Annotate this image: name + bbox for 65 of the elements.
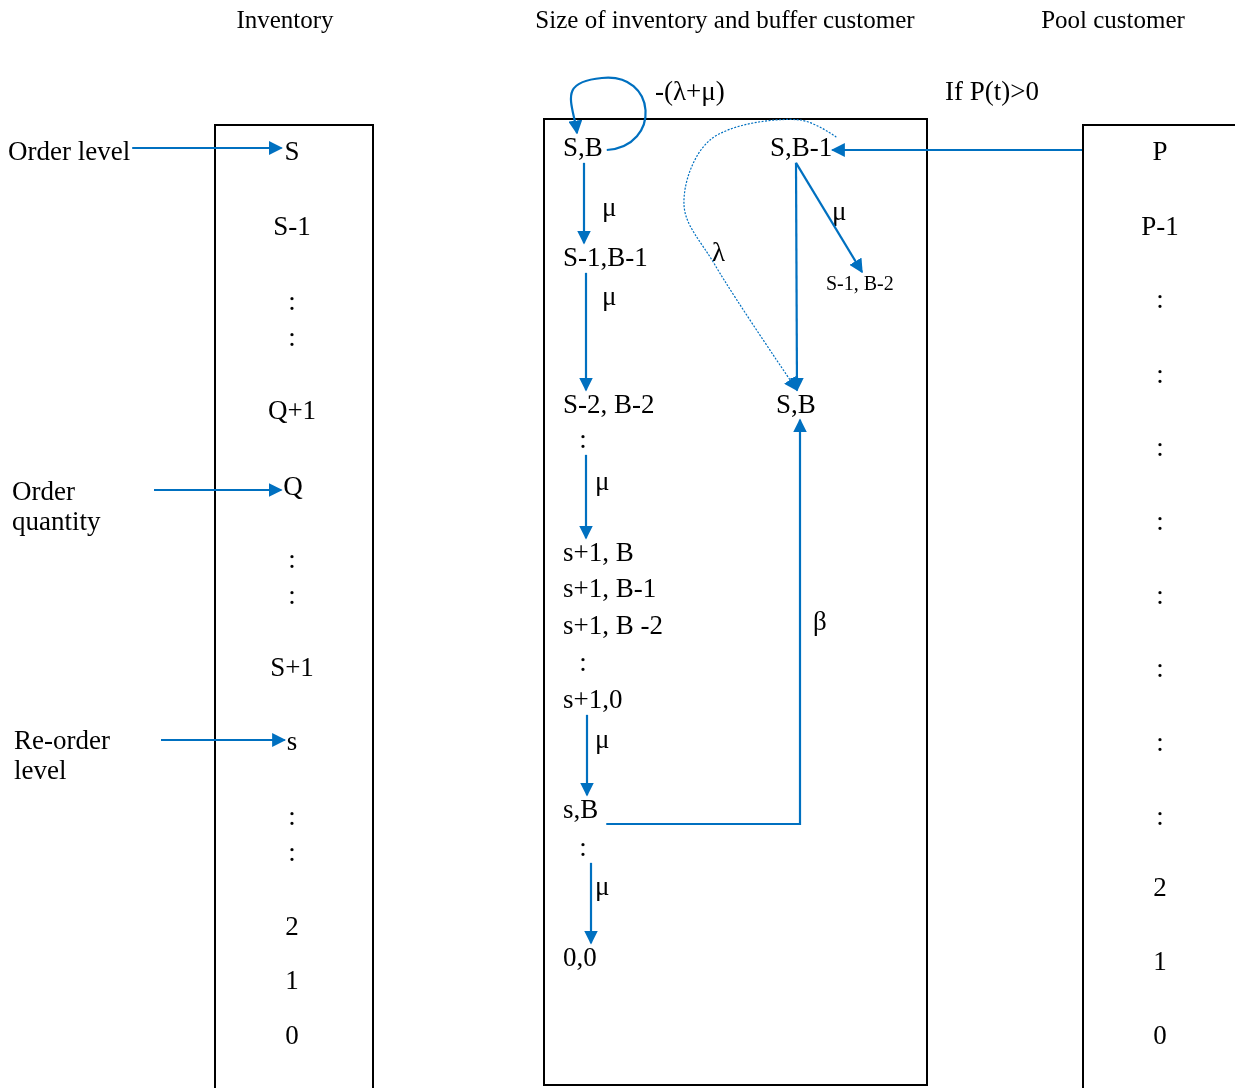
state-label: s+1, B-1 [563, 574, 657, 604]
state-label: : [288, 581, 296, 611]
state-label: S,B [563, 133, 603, 163]
state-label: s+1, B [563, 538, 634, 568]
state-label: P-1 [1141, 212, 1179, 242]
state-label: : [1156, 581, 1164, 611]
state-label: 2 [285, 912, 299, 942]
arrow [795, 162, 863, 274]
column-heading: Size of inventory and buffer customer [535, 6, 915, 34]
state-label: : [1156, 728, 1164, 758]
state-label: : [288, 838, 296, 868]
arrow [154, 483, 283, 497]
edge-label: -(λ+μ) [655, 77, 725, 107]
state-label: s,B [563, 795, 599, 825]
state-label: : [579, 648, 587, 678]
state-label: 0 [285, 1021, 299, 1051]
arrow [580, 714, 594, 797]
annotation-text: Re-order level [14, 726, 139, 786]
state-label: Q [283, 472, 303, 502]
loop-arrow [568, 76, 647, 152]
state-label: s+1,0 [563, 685, 623, 715]
state-label: 0,0 [563, 943, 597, 973]
state-label: S,B-1 [770, 133, 833, 163]
state-label: : [288, 323, 296, 353]
arrow [579, 272, 593, 392]
state-label: : [288, 802, 296, 832]
state-label: 1 [1153, 947, 1167, 977]
arrow [161, 733, 287, 747]
annotation-text: Order quantity [12, 477, 122, 537]
state-label: : [1156, 802, 1164, 832]
state-label: 2 [1153, 873, 1167, 903]
state-label: s [286, 727, 298, 757]
state-label: : [1156, 654, 1164, 684]
state-label: : [1156, 507, 1164, 537]
arrow [606, 418, 807, 826]
column-heading: Inventory [236, 6, 334, 34]
state-label: S-1, B-2 [826, 272, 894, 294]
state-label: S,B [776, 390, 816, 420]
state-label: s+1, B -2 [563, 611, 663, 641]
state-label: : [579, 833, 587, 863]
state-label: : [1156, 285, 1164, 315]
state-label: Q+1 [267, 396, 317, 426]
state-label: : [1156, 433, 1164, 463]
state-label: P [1152, 137, 1168, 167]
state-label: : [1156, 360, 1164, 390]
state-label: 0 [1153, 1021, 1167, 1051]
arrow [584, 862, 598, 945]
state-label: : [288, 545, 296, 575]
arrow [577, 162, 591, 245]
state-label: : [288, 287, 296, 317]
state-label: S+1 [270, 653, 314, 683]
state-label: : [579, 425, 587, 455]
state-label: 1 [285, 966, 299, 996]
arrow [132, 141, 283, 155]
arrow [830, 143, 1082, 157]
state-label: S-2, B-2 [563, 390, 655, 420]
state-label: S [284, 137, 300, 167]
edge-label: If P(t)>0 [945, 77, 1039, 107]
state-label: S-1 [273, 212, 311, 242]
column-heading: Pool customer [1041, 6, 1185, 34]
arrow [789, 162, 804, 392]
annotation-text: Order level [8, 137, 131, 167]
state-label: S-1,B-1 [563, 243, 648, 273]
arrow [683, 118, 837, 392]
arrow [579, 454, 593, 540]
